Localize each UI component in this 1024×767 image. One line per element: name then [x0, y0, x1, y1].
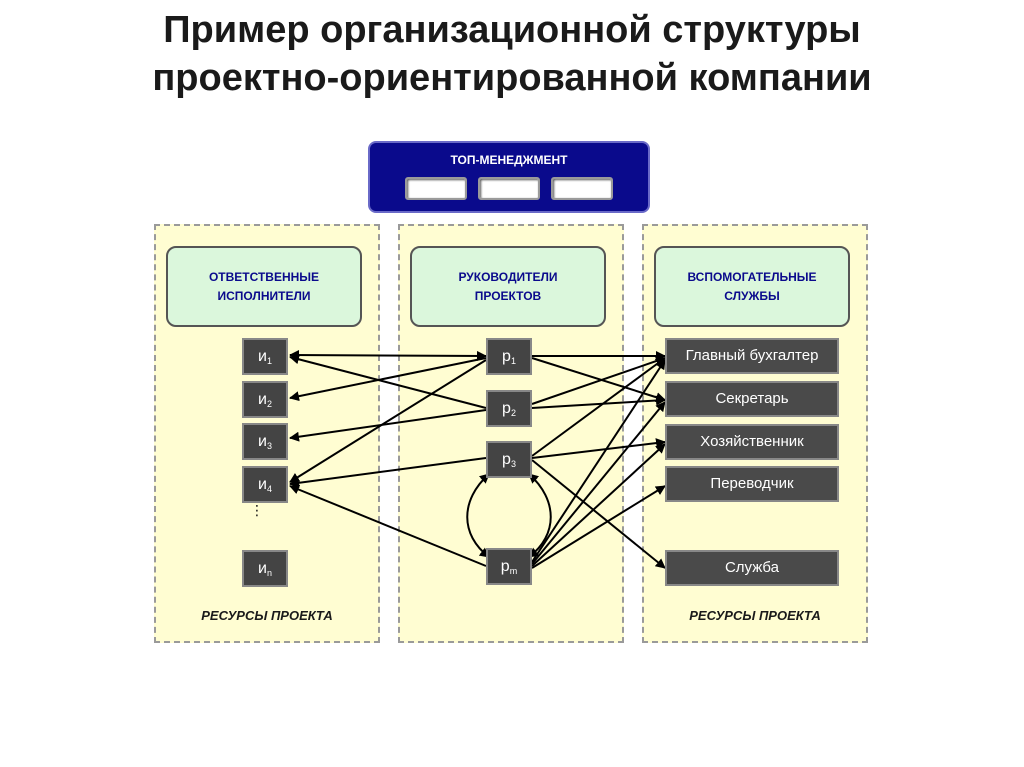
executors-header-line: ОТВЕТСТВЕННЫЕ — [208, 269, 320, 284]
executor-sub: 1 — [266, 356, 272, 366]
manager-sub: m — [509, 566, 518, 576]
link-p3-s3 — [531, 438, 666, 459]
link-pm-s4 — [531, 485, 666, 569]
manager-node: р3 — [486, 441, 532, 478]
service-box: Хозяйственник — [665, 424, 839, 460]
link-p1-i4 — [289, 359, 487, 483]
services-footer: РЕСУРСЫ ПРОЕКТА — [689, 608, 821, 623]
executor-sub: 4 — [266, 484, 272, 494]
executors-footer: РЕСУРСЫ ПРОЕКТА — [201, 608, 333, 623]
services-header: ВСПОМОГАТЕЛЬНЫЕ СЛУЖБЫ — [654, 246, 850, 327]
executor-base: и — [258, 391, 267, 408]
link-p3-s1 — [531, 357, 666, 457]
executor-node: и1 — [242, 338, 288, 375]
page-title: Пример организационной структуры проектн… — [0, 6, 1024, 102]
manager-base: р — [502, 451, 511, 468]
manager-base: р — [502, 348, 511, 365]
link-p3-pm-right — [528, 473, 552, 558]
link-p3-s5 — [531, 459, 666, 569]
link-pm-s3 — [531, 443, 666, 567]
link-pm-s2 — [531, 401, 666, 565]
top-management-label: ТОП-МЕНЕДЖМЕНТ — [450, 153, 568, 167]
executor-node: и2 — [242, 381, 288, 418]
executor-sub: 2 — [266, 399, 272, 409]
executors-header-line: ИСПОЛНИТЕЛИ — [217, 288, 311, 303]
managers-header: РУКОВОДИТЕЛИ ПРОЕКТОВ — [410, 246, 606, 327]
managers-header-line: РУКОВОДИТЕЛИ — [458, 269, 558, 284]
executor-node: и3 — [242, 423, 288, 460]
top-management-slot — [405, 177, 467, 200]
link-p2-s1 — [531, 356, 666, 405]
service-box: Главный бухгалтер — [665, 338, 839, 374]
managers-header-line: ПРОЕКТОВ — [474, 288, 542, 303]
service-box: Секретарь — [665, 381, 839, 417]
link-p2-s2 — [531, 395, 666, 409]
service-box: Переводчик — [665, 466, 839, 502]
link-p1-i1 — [289, 350, 487, 361]
service-box: Служба — [665, 550, 839, 586]
executor-base: и — [258, 560, 267, 577]
executors-ellipsis: ⋮ — [250, 502, 264, 518]
manager-sub: 2 — [510, 408, 516, 418]
manager-node: рm — [486, 548, 532, 585]
executor-node: и4 — [242, 466, 288, 503]
executors-header: ОТВЕТСТВЕННЫЕ ИСПОЛНИТЕЛИ — [166, 246, 362, 327]
link-p2-i1 — [289, 354, 487, 409]
link-p1-i2 — [289, 357, 487, 402]
executor-sub: n — [266, 568, 272, 578]
executor-base: и — [258, 348, 267, 365]
manager-sub: 3 — [510, 459, 516, 469]
link-p2-i3 — [289, 409, 487, 442]
executor-base: и — [258, 476, 267, 493]
executor-sub: 3 — [266, 441, 272, 451]
top-management-slot — [551, 177, 613, 200]
link-p3-i4 — [289, 457, 487, 488]
manager-base: р — [500, 558, 510, 575]
manager-base: р — [502, 400, 511, 417]
executor-node: иn — [242, 550, 288, 587]
link-pm-i4 — [289, 484, 487, 567]
manager-node: р2 — [486, 390, 532, 427]
top-management-slot — [478, 177, 540, 200]
link-p3-pm-left — [466, 473, 490, 558]
services-header-line: ВСПОМОГАТЕЛЬНЫЕ — [687, 269, 817, 284]
executor-base: и — [258, 433, 267, 450]
top-management-box: ТОП-МЕНЕДЖМЕНТ — [368, 141, 650, 213]
services-header-line: СЛУЖБЫ — [724, 288, 780, 303]
title-line-1: Пример организационной структуры — [163, 9, 861, 51]
manager-sub: 1 — [510, 356, 516, 366]
link-pm-s1 — [531, 359, 666, 563]
manager-node: р1 — [486, 338, 532, 375]
title-line-2: проектно-ориентированной компании — [152, 57, 872, 99]
